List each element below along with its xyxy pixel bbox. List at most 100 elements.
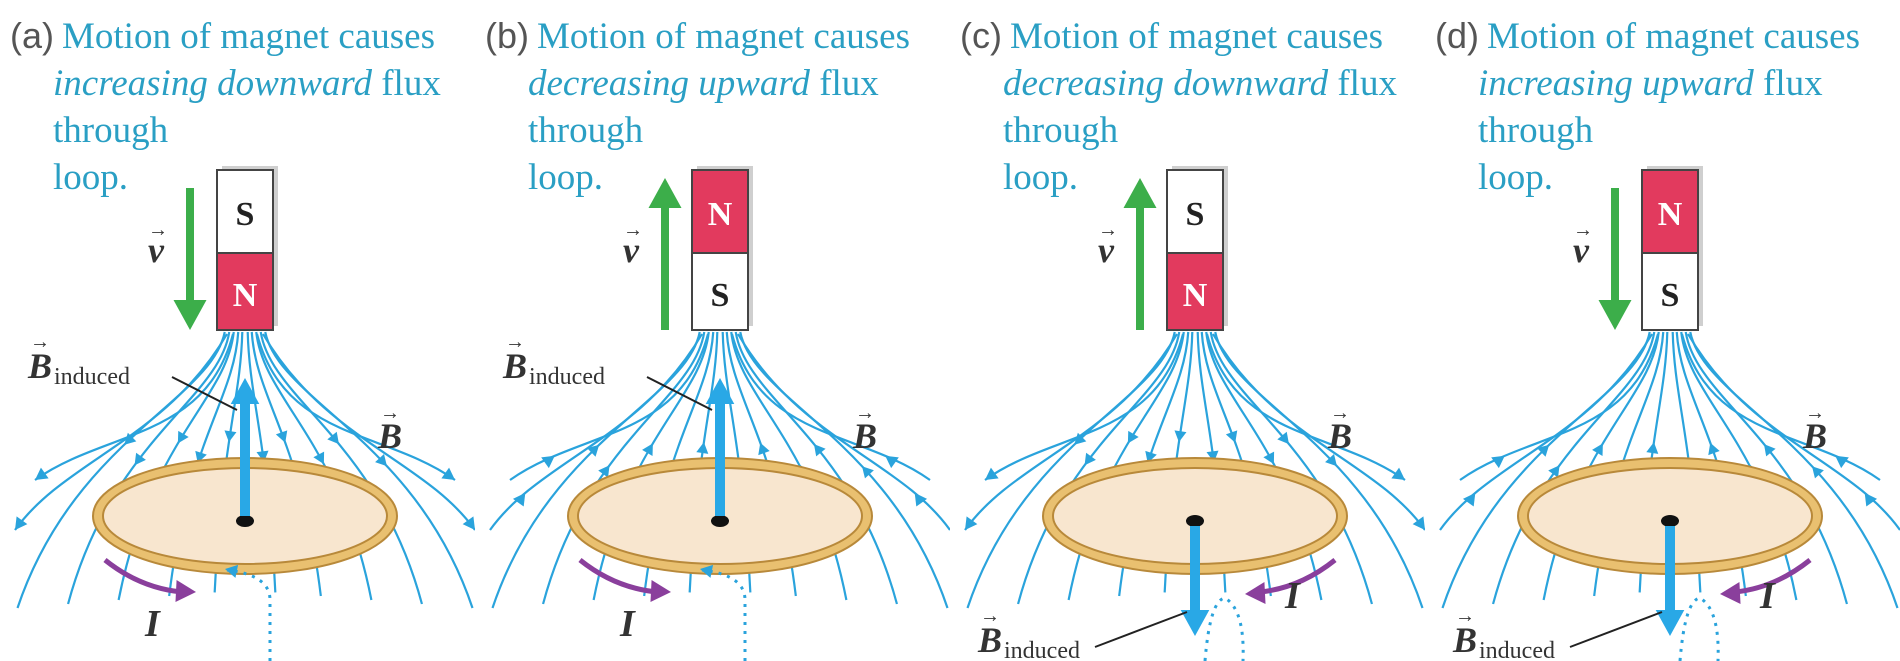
- magnet-bottom: [1166, 252, 1224, 331]
- current-arrow: I: [1720, 558, 1812, 617]
- magnet-top: [1641, 169, 1699, 254]
- panel-caption: (b)Motion of magnet causes decreasing up…: [485, 12, 945, 201]
- velocity-label: v: [1573, 230, 1590, 270]
- current-label: I: [144, 603, 161, 645]
- field-line-arrow: [375, 453, 387, 467]
- field-line-arrow: [914, 492, 928, 507]
- caption-line-2: decreasing downward flux: [1003, 60, 1420, 107]
- field-vector-mark: →: [1330, 402, 1350, 424]
- velocity-label: v: [148, 230, 165, 270]
- caption-flux: flux: [1337, 63, 1397, 104]
- induced-leader-line: [171, 376, 238, 411]
- field-line-arrow: [441, 467, 455, 480]
- induced-vector-mark: →: [30, 331, 50, 353]
- field-line-arrow: [462, 516, 475, 530]
- field-label-b: B: [852, 416, 877, 456]
- field-line-arrow: [587, 444, 600, 457]
- field-label: B→: [852, 402, 877, 456]
- caption-line-1: Motion of magnet causes: [537, 16, 910, 57]
- field-line: [541, 331, 706, 605]
- caption-flux: flux: [1763, 63, 1823, 104]
- field-line-arrow: [134, 452, 146, 466]
- velocity-head: [1598, 300, 1632, 330]
- magnet-bottom: [216, 252, 274, 331]
- field-line-arrow: [1084, 452, 1096, 466]
- field-line-arrow: [965, 516, 978, 530]
- caption-line-4: loop.: [1003, 157, 1079, 198]
- dotted-line: [1203, 596, 1245, 661]
- loop-center-dot: [711, 515, 729, 527]
- caption-line-4: loop.: [1478, 157, 1554, 198]
- caption-line-3: through: [528, 110, 644, 151]
- current-label: I: [1759, 575, 1776, 617]
- loop-center-dot: [1186, 515, 1204, 527]
- panel-caption: (d)Motion of magnet causes increasing up…: [1435, 12, 1895, 201]
- current-arrow: I: [103, 558, 196, 645]
- field-line-arrow: [1277, 431, 1289, 445]
- field-label: B→: [1802, 402, 1827, 456]
- panel-caption: (a)Motion of magnet causes increasing do…: [10, 12, 470, 201]
- field-line: [1439, 333, 1653, 531]
- induced-arrow-head: [705, 378, 735, 404]
- field-line-arrow: [1074, 432, 1087, 445]
- induced-label: B→induced: [502, 331, 713, 411]
- induced-field-arrow: [1180, 526, 1210, 636]
- field-line: [730, 333, 931, 481]
- field-label-b: B: [377, 416, 402, 456]
- caption-flux: flux: [381, 63, 441, 104]
- field-line-arrow: [985, 467, 999, 480]
- magnet-top-pole: N: [708, 196, 733, 233]
- field-line: [1459, 333, 1660, 481]
- magnet-bottom-pole: S: [1661, 277, 1680, 314]
- dotted-line: [1678, 596, 1720, 661]
- current-head: [1720, 582, 1741, 604]
- field-line-arrow: [15, 516, 28, 530]
- field-line-arrow: [1391, 467, 1405, 480]
- induced-leader-line: [646, 376, 713, 411]
- caption-line-2: decreasing upward flux: [528, 60, 945, 107]
- velocity-label: v: [1098, 230, 1115, 270]
- caption-line-1: Motion of magnet causes: [1487, 16, 1860, 57]
- magnet-top-pole: S: [1186, 196, 1205, 233]
- panel-a: (a)Motion of magnet causes increasing do…: [0, 0, 475, 661]
- caption-emphasis: increasing upward: [1478, 63, 1754, 104]
- induced-label-b: B: [1452, 620, 1477, 660]
- induced-field-arrow: [705, 378, 735, 516]
- caption-line-2: increasing downward flux: [53, 60, 470, 107]
- bar-magnet: NS: [691, 166, 753, 331]
- field-line: [262, 333, 475, 531]
- magnet-bottom: [691, 252, 749, 331]
- velocity-arrow: v→: [623, 178, 682, 330]
- field-line: [984, 333, 1185, 481]
- field-label-b: B: [1327, 416, 1352, 456]
- velocity-label: v: [623, 230, 640, 270]
- field-line-arrow: [1462, 492, 1476, 507]
- field-line: [14, 333, 228, 531]
- field-line-arrow: [177, 430, 189, 444]
- field-line: [255, 333, 456, 481]
- induced-vector-mark: →: [1455, 605, 1475, 627]
- induced-leader-line: [1569, 611, 1663, 648]
- induced-label-b: B: [502, 346, 527, 386]
- field-line-arrow: [1835, 455, 1849, 469]
- panel-d: (d)Motion of magnet causes increasing up…: [1425, 0, 1900, 661]
- hidden-field-path: [1203, 596, 1245, 661]
- panel-b: (b)Motion of magnet causes decreasing up…: [475, 0, 950, 661]
- field-line-arrow: [1763, 444, 1776, 457]
- caption-line-2: increasing upward flux: [1478, 60, 1895, 107]
- magnet-bottom-pole: N: [233, 277, 258, 314]
- field-line-arrow: [642, 443, 653, 456]
- field-line-arrow: [813, 444, 826, 457]
- current-curve: [103, 558, 183, 595]
- field-line-arrow: [1225, 430, 1238, 443]
- field-line-arrow: [1548, 465, 1560, 478]
- field-vector-mark: →: [1805, 402, 1825, 424]
- induced-label-subscript: induced: [1479, 638, 1555, 661]
- panel-caption: (c)Motion of magnet causes decreasing do…: [960, 12, 1420, 201]
- hidden-field-path: [225, 564, 272, 661]
- bar-magnet: SN: [1166, 166, 1228, 331]
- field-line-arrow: [696, 442, 709, 454]
- field-line: [1491, 331, 1656, 605]
- field-line-arrow: [1811, 466, 1824, 479]
